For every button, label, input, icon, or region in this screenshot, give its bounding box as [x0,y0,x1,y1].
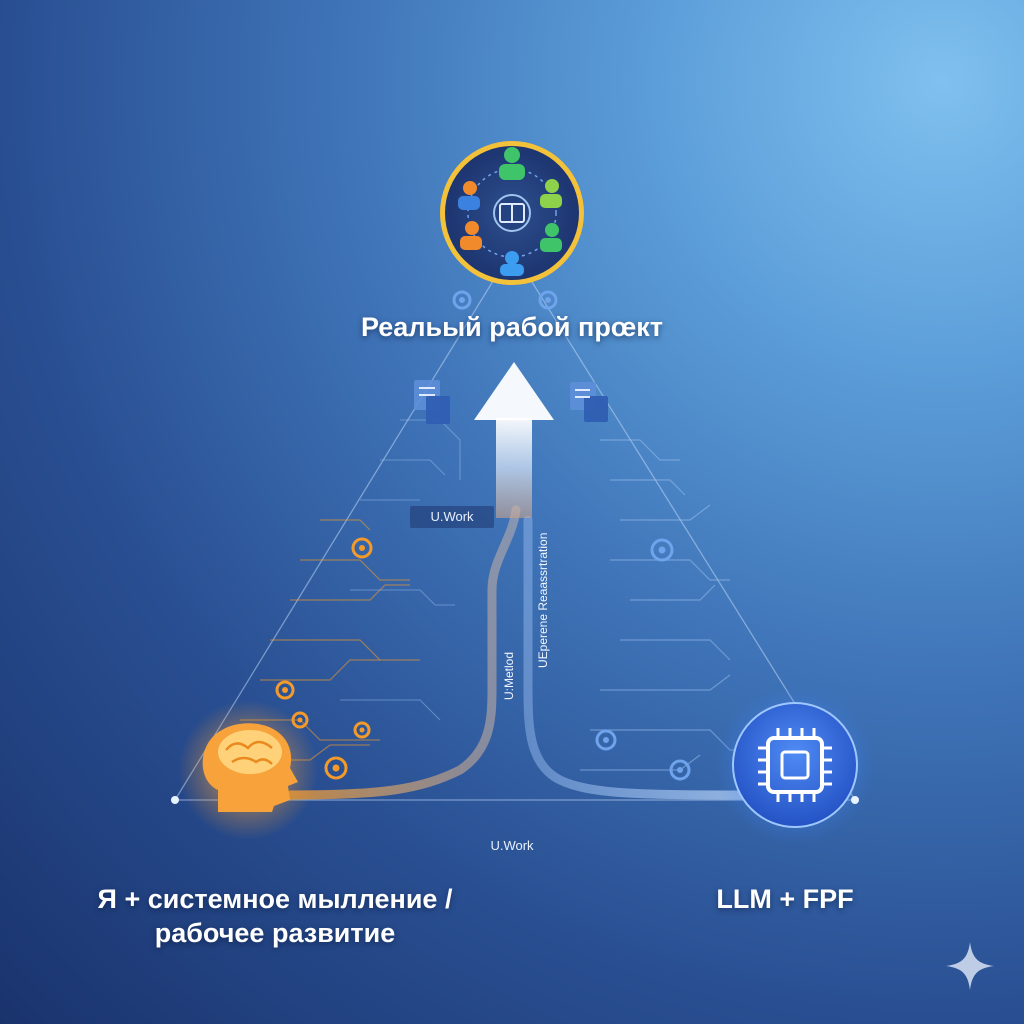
circuit-right [580,439,750,771]
gears-right-teeth [459,297,683,773]
work-tag: U.Work [410,506,494,528]
upward-arrow [474,362,554,518]
operations-path [523,515,765,800]
document-icon-right [570,382,608,422]
bottom-left-label-line2: рабочее развитие [154,918,396,948]
operations-vertical-label: UEperene Reaassrtration [536,532,550,668]
gears-left-teeth [282,545,365,772]
brain-head-icon [178,700,318,840]
sparkle-icon [946,942,994,990]
bottom-left-node-label: Я + системное мылление / рабочее развити… [40,882,510,950]
bottom-left-label-line1: Я + системное мылление / [97,884,453,914]
chip-icon [715,685,875,845]
method-vertical-label: U:Metlod [502,651,516,700]
top-node-label: Реальый рабой прœкт [360,312,664,342]
method-path [285,505,521,800]
circuit-left-blue [340,419,461,721]
work-bottom-label: U.Work [490,838,534,853]
team-circle-icon [440,141,584,285]
bottom-right-node-label: LLM + FPF [716,884,854,914]
circuit-left [230,519,420,761]
document-icon [414,380,450,424]
gears-right [452,290,691,781]
